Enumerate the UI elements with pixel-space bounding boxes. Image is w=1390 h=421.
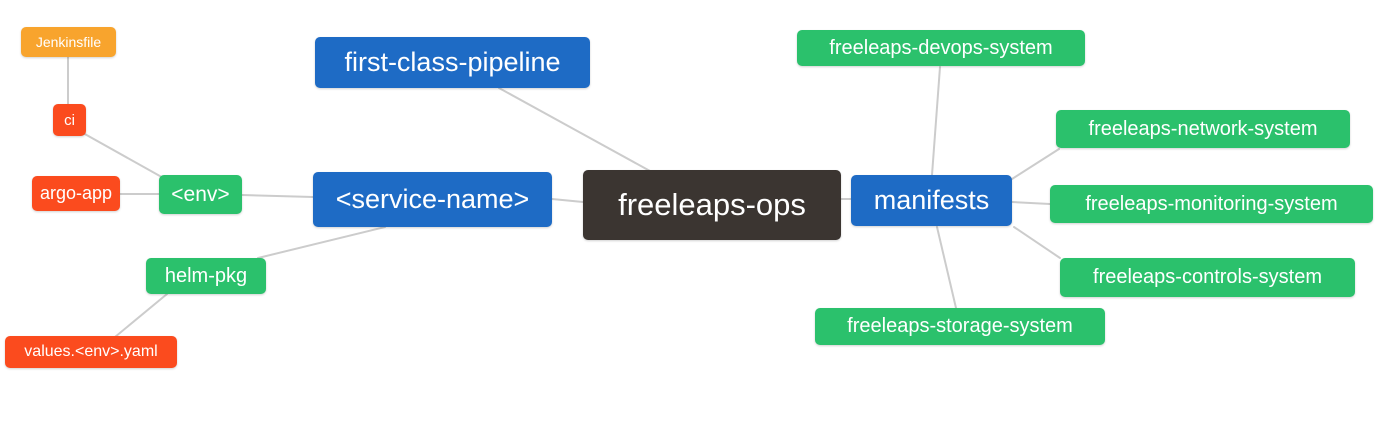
edge-manifests-network <box>1011 148 1060 180</box>
node-first-class-pipeline[interactable]: first-class-pipeline <box>315 37 590 88</box>
edge-service-name-helm-pkg <box>257 226 386 259</box>
edge-helm-pkg-values-yaml <box>114 293 168 338</box>
node-devops-system[interactable]: freeleaps-devops-system <box>797 30 1085 66</box>
edge-ci-env <box>82 132 168 181</box>
node-freeleaps-ops[interactable]: freeleaps-ops <box>583 170 841 240</box>
edge-first-class-pipeline-ops <box>498 87 651 172</box>
edge-service-name-ops <box>551 198 584 203</box>
node-storage-system[interactable]: freeleaps-storage-system <box>815 308 1105 345</box>
node-argo-app[interactable]: argo-app <box>32 176 120 211</box>
node-jenkinsfile[interactable]: Jenkinsfile <box>21 27 116 57</box>
node-service-name[interactable]: <service-name> <box>313 172 552 227</box>
node-monitoring-system[interactable]: freeleaps-monitoring-system <box>1050 185 1373 223</box>
node-values-env-yaml[interactable]: values.<env>.yaml <box>5 336 177 368</box>
edge-manifests-devops <box>931 66 941 176</box>
edge-manifests-controls <box>1013 226 1061 259</box>
node-controls-system[interactable]: freeleaps-controls-system <box>1060 258 1355 297</box>
node-ci[interactable]: ci <box>53 104 86 136</box>
node-env[interactable]: <env> <box>159 175 242 214</box>
node-manifests[interactable]: manifests <box>851 175 1012 226</box>
edge-env-service-name <box>241 194 314 198</box>
edge-manifests-storage <box>936 226 957 309</box>
edge-manifests-monitoring <box>1011 201 1051 205</box>
node-network-system[interactable]: freeleaps-network-system <box>1056 110 1350 148</box>
node-helm-pkg[interactable]: helm-pkg <box>146 258 266 294</box>
